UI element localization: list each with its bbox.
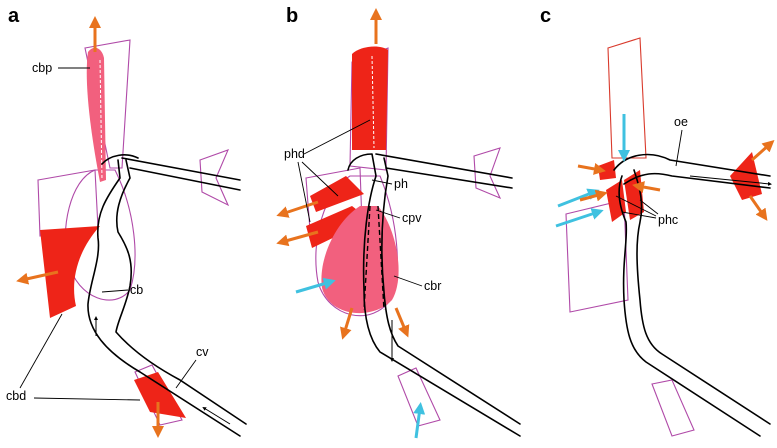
panel-a-tube-collar: [101, 154, 139, 165]
panel-a-cbd-muscle: [40, 226, 100, 318]
panel-b-dorsal-muscle: [352, 46, 388, 150]
panel-a-tube-esophagus-bottom: [129, 167, 241, 191]
panel-c-tube-left: [618, 175, 761, 437]
panel-c-outline-dorsal: [607, 37, 647, 159]
panel-a-tube-esophagus-top: [121, 157, 241, 181]
panel-c-tube-right: [633, 169, 771, 425]
panel-c-outline-bottom: [651, 379, 695, 437]
panel-a-arrow-cbd: [16, 270, 59, 285]
panel-c-arrow-orange-3: [632, 181, 661, 193]
panel-c-arrow-oe-up: [751, 140, 775, 162]
panel-c-label-phc: phc: [658, 213, 678, 227]
panel-c-label-oe: oe: [674, 115, 688, 129]
panel-b-label-ph: ph: [394, 177, 408, 191]
panel-b-label-cbr: cbr: [424, 279, 441, 293]
panel-c-arrow-cyan-2: [555, 208, 604, 228]
panel-a-tube-left: [87, 159, 241, 437]
panel-a-outline-right-fin: [199, 149, 230, 207]
panel-a-letter: a: [8, 5, 20, 27]
panel-b-tube-left: [347, 153, 521, 437]
panel-b-arrow-cbr-left: [340, 307, 354, 340]
panel-c-phc-muscle-2: [606, 180, 626, 222]
panel-a-label-cv: cv: [196, 345, 209, 359]
panel-b-arrow-cyan-in: [295, 277, 336, 294]
panel-b-label-cpv: cpv: [402, 211, 422, 225]
panel-b-tube-esophagus-bottom: [385, 167, 513, 189]
panel-a: a cbp cb cbd cv: [6, 5, 247, 438]
panel-c: c oe phc: [540, 5, 775, 437]
panel-c-arrow-oe-down: [748, 195, 768, 221]
panel-a-outline-pharynx: [64, 169, 136, 301]
panel-c-tube-esophagus-bottom: [623, 172, 771, 189]
panel-c-flow-arrow: [689, 175, 772, 186]
panel-a-label-cbd: cbd: [6, 389, 26, 403]
panel-a-tube-right: [115, 159, 247, 425]
panel-c-arrow-orange-1: [577, 163, 606, 175]
panel-b-outline-pharynx: [315, 175, 398, 317]
panel-a-flow-arrow-in: [202, 406, 231, 425]
panel-c-outline-left: [565, 199, 629, 313]
panel-b-phd-muscle-1: [310, 176, 364, 212]
panel-a-label-cb: cb: [130, 283, 143, 297]
panel-b-arrow-cyan-up: [413, 402, 426, 439]
panel-b-arrow-phd-1: [276, 200, 319, 218]
panel-b: b phd ph: [276, 5, 521, 439]
panel-b-tube-esophagus-top: [375, 153, 513, 179]
panel-c-oe-muscle: [730, 152, 762, 200]
panel-b-arrow-cbr-right: [394, 307, 410, 338]
panel-a-outline-left: [37, 169, 99, 237]
panel-a-cv-muscle: [134, 372, 186, 418]
panel-b-letter: b: [286, 5, 298, 27]
panel-c-arrow-orange-2: [579, 189, 608, 202]
panel-c-arrow-cyan-1: [557, 188, 600, 208]
panel-b-arrow-phd-2: [276, 230, 319, 247]
panel-a-cbp-muscle: [86, 47, 106, 182]
panel-b-label-phd: phd: [284, 147, 305, 161]
panel-a-label-cbp: cbp: [32, 61, 52, 75]
panel-c-tube-esophagus-top: [613, 153, 771, 177]
panel-c-letter: c: [540, 5, 551, 27]
